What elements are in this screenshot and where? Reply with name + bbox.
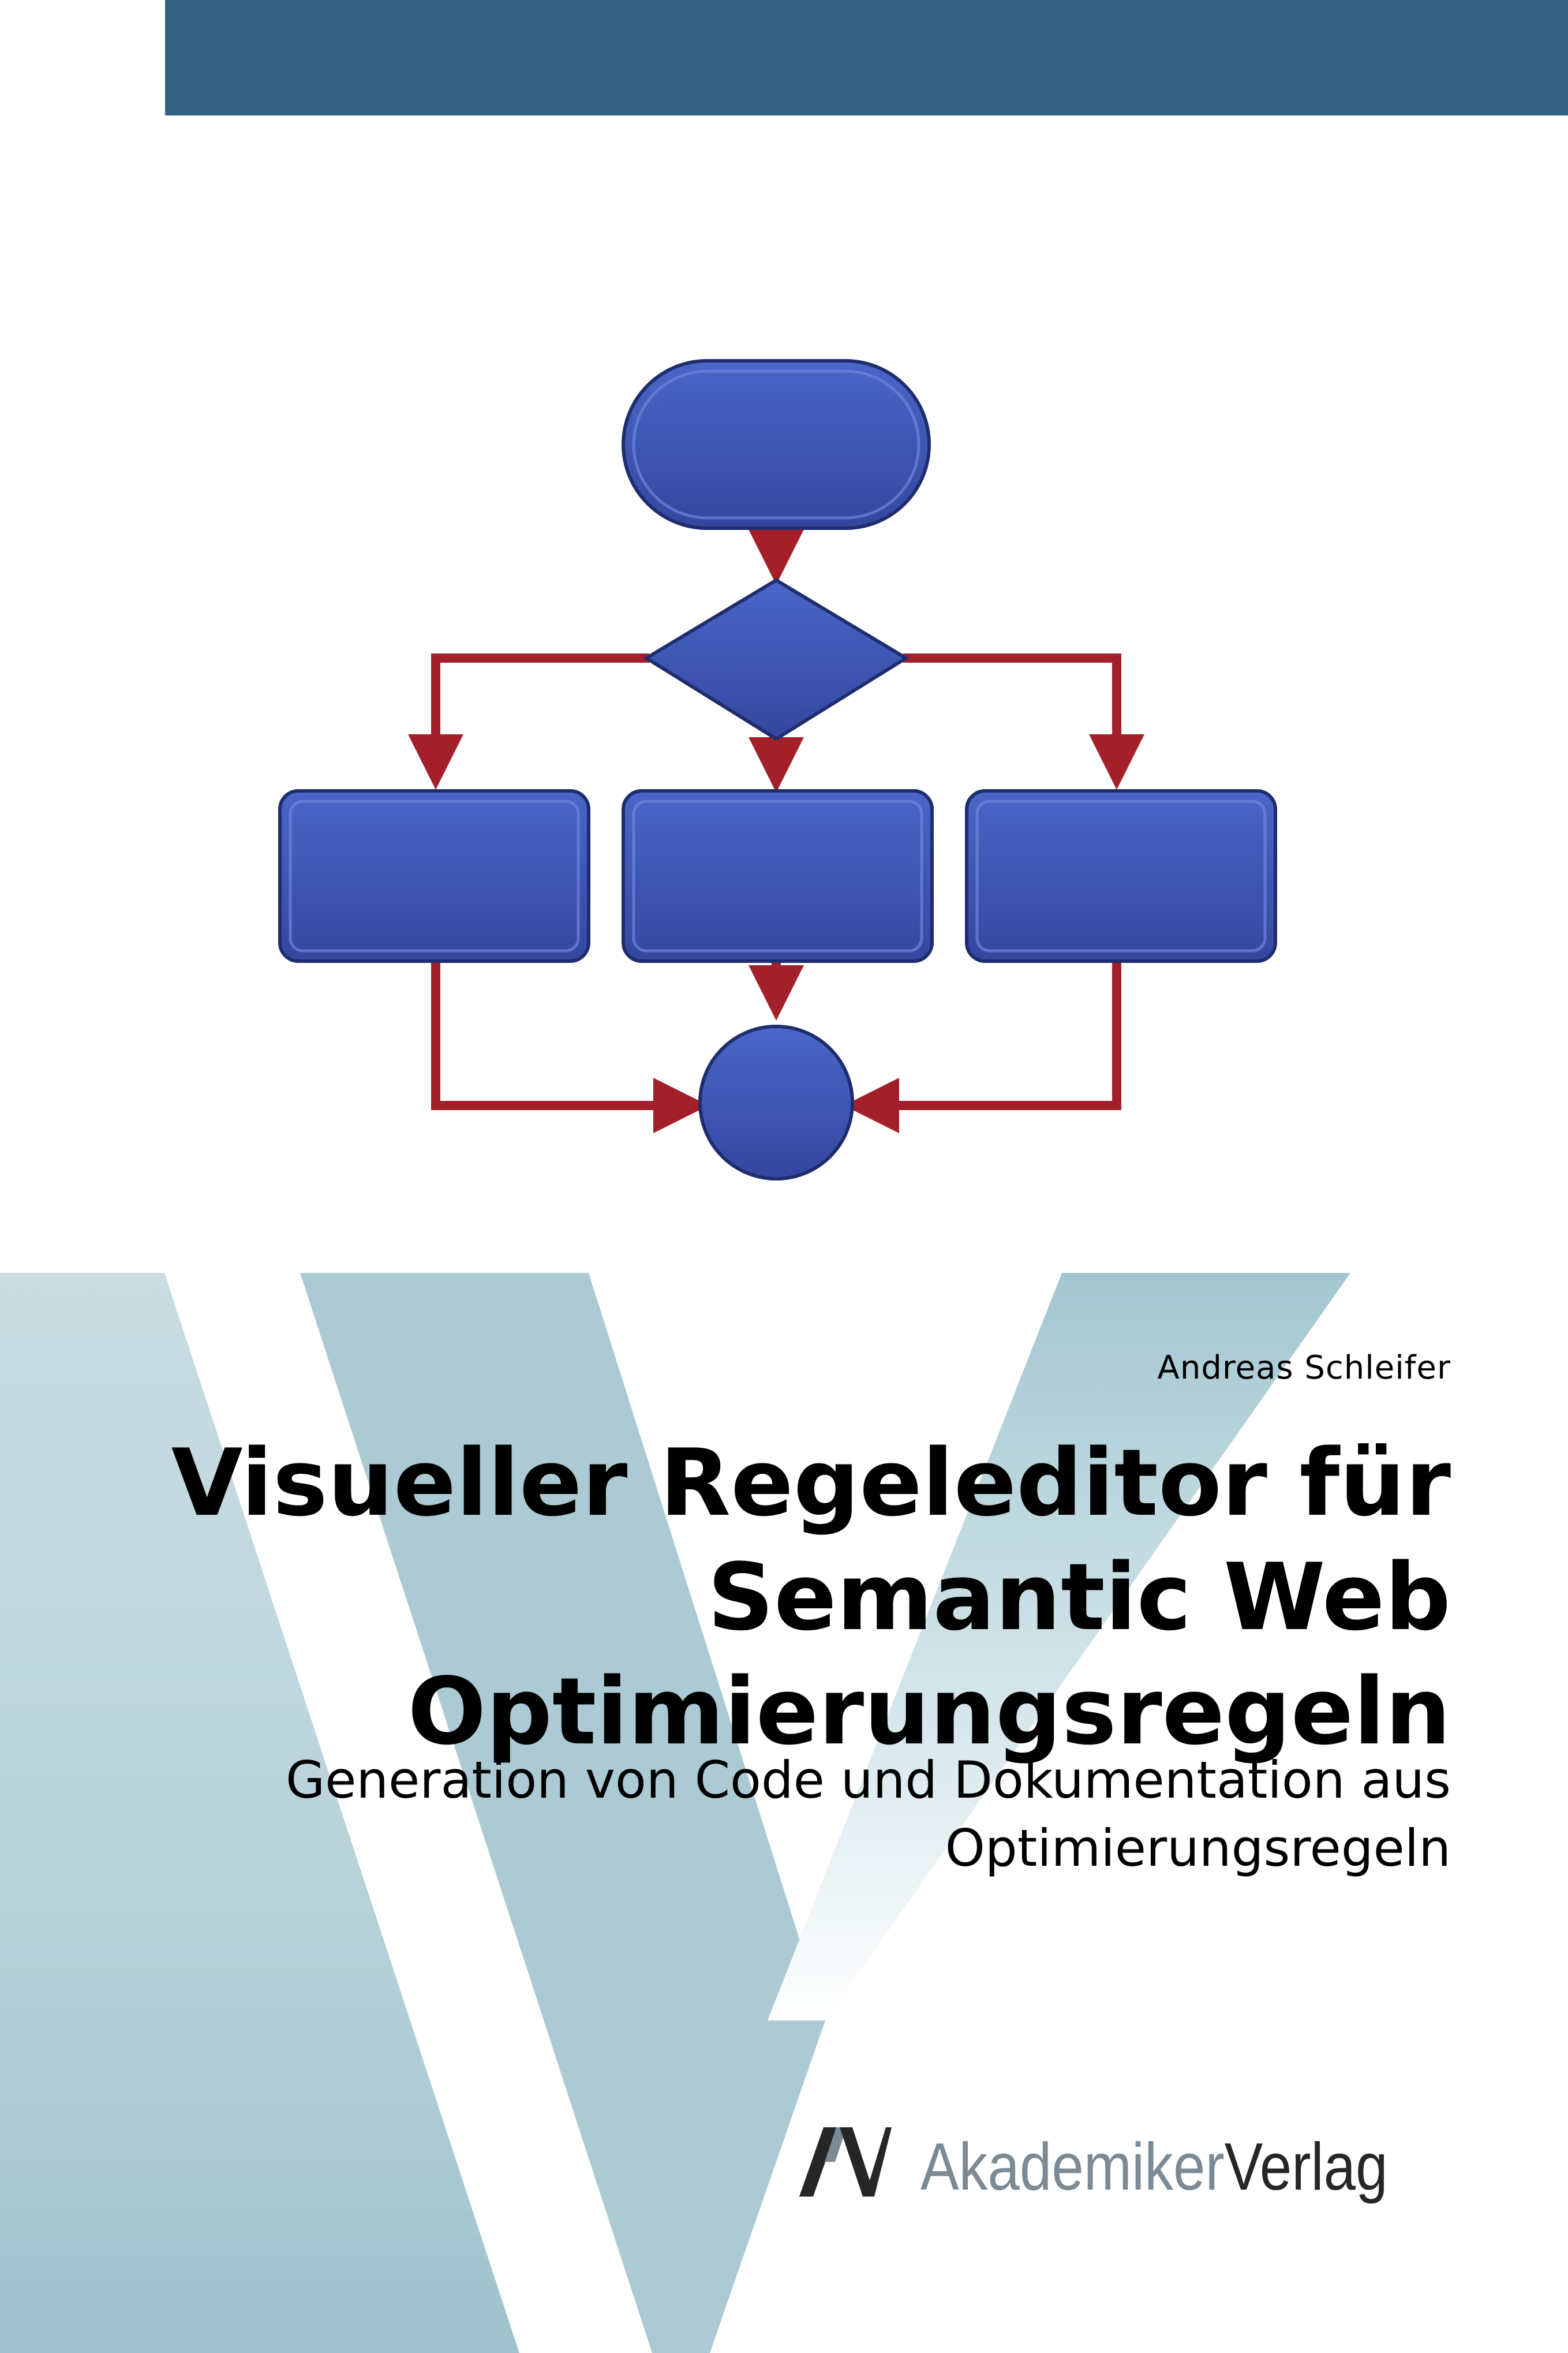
arrow-decision-to-left-box	[408, 653, 649, 790]
arrow-decision-to-right-box	[903, 653, 1144, 790]
flow-shape-highlights	[289, 369, 1267, 953]
v-left-stroke	[0, 1273, 519, 2353]
book-subtitle: Generation von Code und Dokumentation au…	[286, 1746, 1451, 1883]
v-right-stroke	[768, 1273, 1350, 2020]
title-line-3: Optimierungsregeln	[407, 1657, 1451, 1765]
publisher-logo: AkademikerVerlag	[799, 2116, 1434, 2220]
flow-process-box-middle	[622, 789, 934, 963]
publisher-name-part-2: Verlag	[1224, 2129, 1388, 2204]
flow-start-terminal	[622, 359, 931, 530]
arrow-left-box-to-end	[431, 961, 709, 1133]
flow-end-connector	[698, 1025, 854, 1181]
author-name: Andreas Schleifer	[1157, 1349, 1451, 1387]
title-line-2: Semantic Web	[707, 1543, 1451, 1651]
flowchart-illustration	[278, 359, 1277, 1181]
flow-decision-diamond	[643, 578, 910, 741]
arrow-right-box-to-end	[844, 961, 1121, 1133]
subtitle-line-2: Optimierungsregeln	[945, 1818, 1451, 1878]
akademikerverlag-av-logo-icon	[799, 2127, 892, 2197]
title-line-1: Visueller Regeleditor für	[171, 1429, 1451, 1537]
book-title: Visueller Regeleditor für Semantic Web O…	[171, 1426, 1451, 1769]
top-color-bar	[165, 0, 1568, 115]
flow-process-box-right	[965, 789, 1277, 963]
publisher-name-part-1: Akademiker	[920, 2129, 1225, 2204]
publisher-name: AkademikerVerlag	[920, 2126, 1388, 2207]
flow-process-box-left	[278, 789, 590, 963]
subtitle-line-1: Generation von Code und Dokumentation au…	[286, 1750, 1451, 1810]
v-middle-stroke	[300, 1273, 825, 2353]
flow-connector-arrows	[408, 528, 1144, 1133]
flow-shapes	[278, 359, 1277, 1181]
